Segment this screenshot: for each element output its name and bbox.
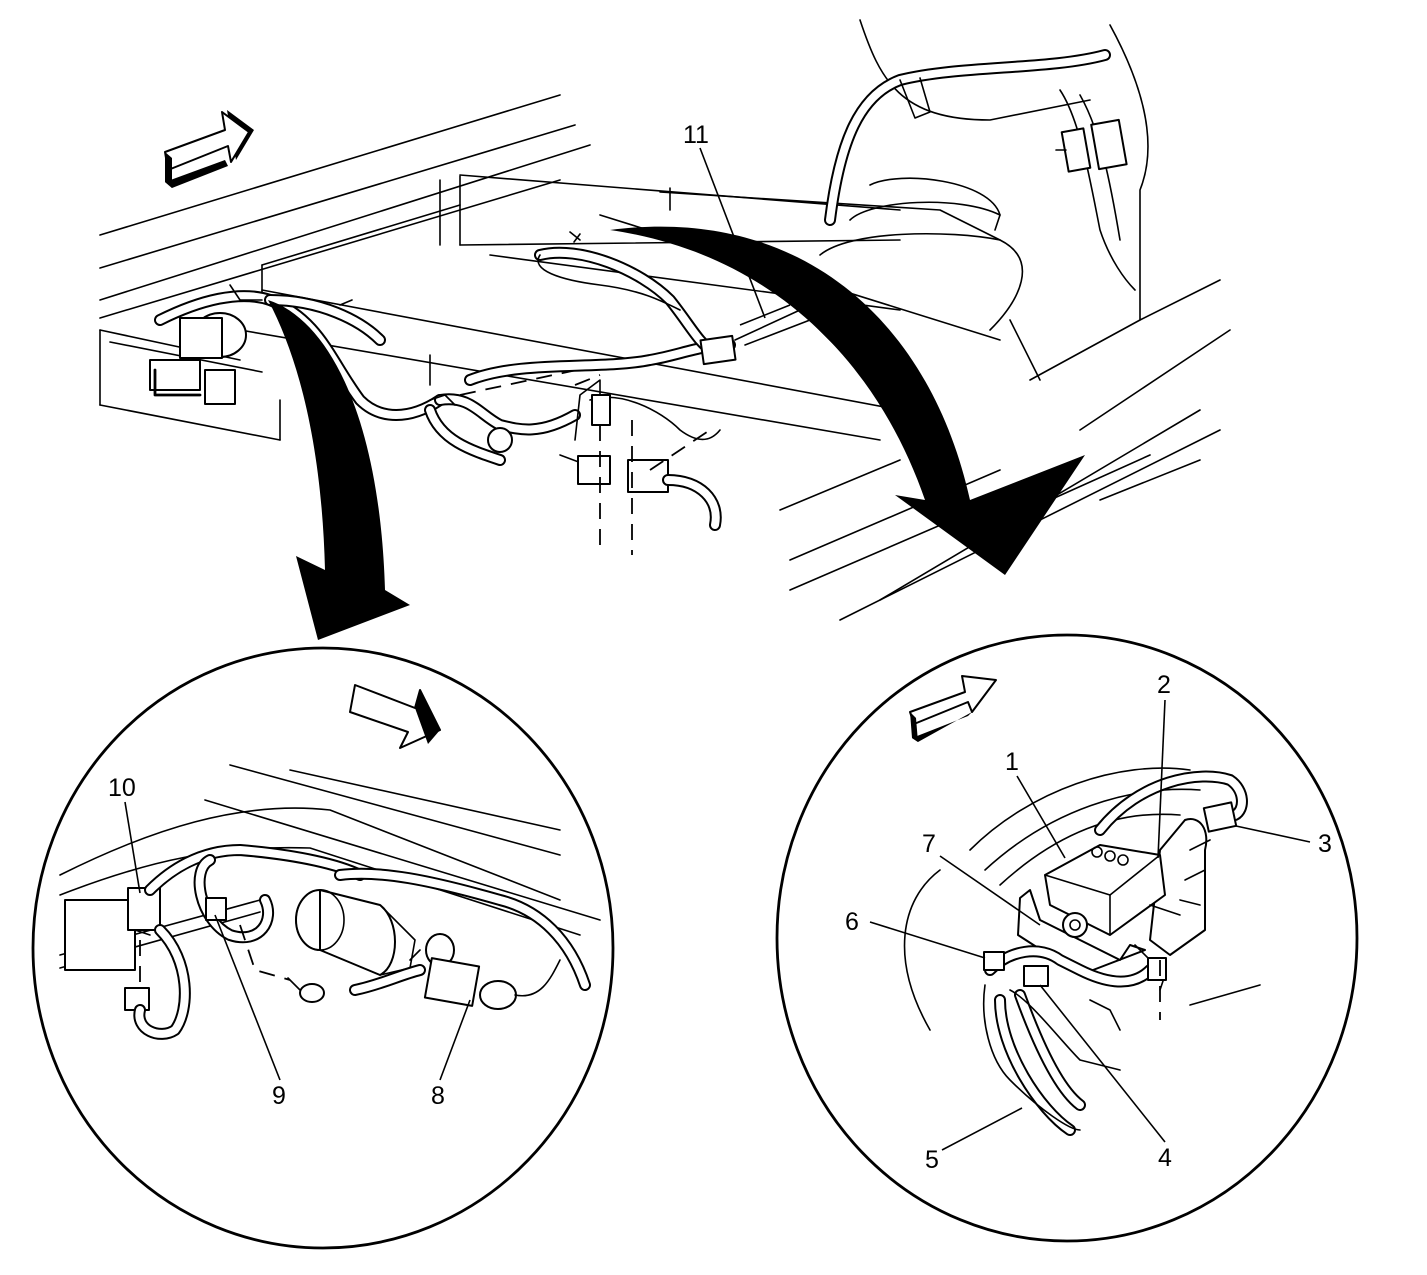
callout-label-1: 1 [1005, 748, 1019, 776]
callout-10: 10 [108, 774, 140, 893]
callout-8: 8 [431, 1000, 470, 1110]
overview-view: 11 [100, 20, 1230, 640]
upper-harness [830, 55, 1135, 290]
detail-direction-arrow-left [350, 685, 440, 748]
forward-direction-arrow-icon [165, 110, 254, 188]
detail-direction-arrow-right [910, 676, 996, 742]
callout-4: 4 [1040, 985, 1172, 1172]
callout-label-4: 4 [1158, 1144, 1172, 1172]
callout-label-3: 3 [1318, 830, 1332, 858]
callout-label-9: 9 [272, 1082, 286, 1110]
callout-11: 11 [683, 121, 790, 325]
callout-3: 3 [1236, 826, 1332, 858]
detail-arrow-right [610, 226, 1085, 576]
callout-label-6: 6 [845, 908, 859, 936]
callout-label-10: 10 [108, 774, 136, 802]
callout-label-8: 8 [431, 1082, 445, 1110]
callout-5: 5 [925, 1108, 1022, 1174]
left-harness [150, 234, 600, 460]
callout-2: 2 [1157, 671, 1171, 858]
callout-label-2: 2 [1157, 671, 1171, 699]
callout-label-11: 11 [683, 121, 709, 149]
center-harness [470, 232, 810, 555]
callout-label-5: 5 [925, 1146, 939, 1174]
callout-9: 9 [215, 915, 286, 1110]
detail-view-left: 10 9 8 [33, 648, 613, 1248]
detail-arrow-left [268, 300, 410, 640]
callout-6: 6 [845, 908, 985, 958]
callout-label-7: 7 [922, 830, 936, 858]
callout-7: 7 [922, 830, 1040, 925]
callout-1: 1 [1005, 748, 1065, 858]
detail-view-right: 1 2 3 4 5 6 7 [777, 635, 1357, 1241]
